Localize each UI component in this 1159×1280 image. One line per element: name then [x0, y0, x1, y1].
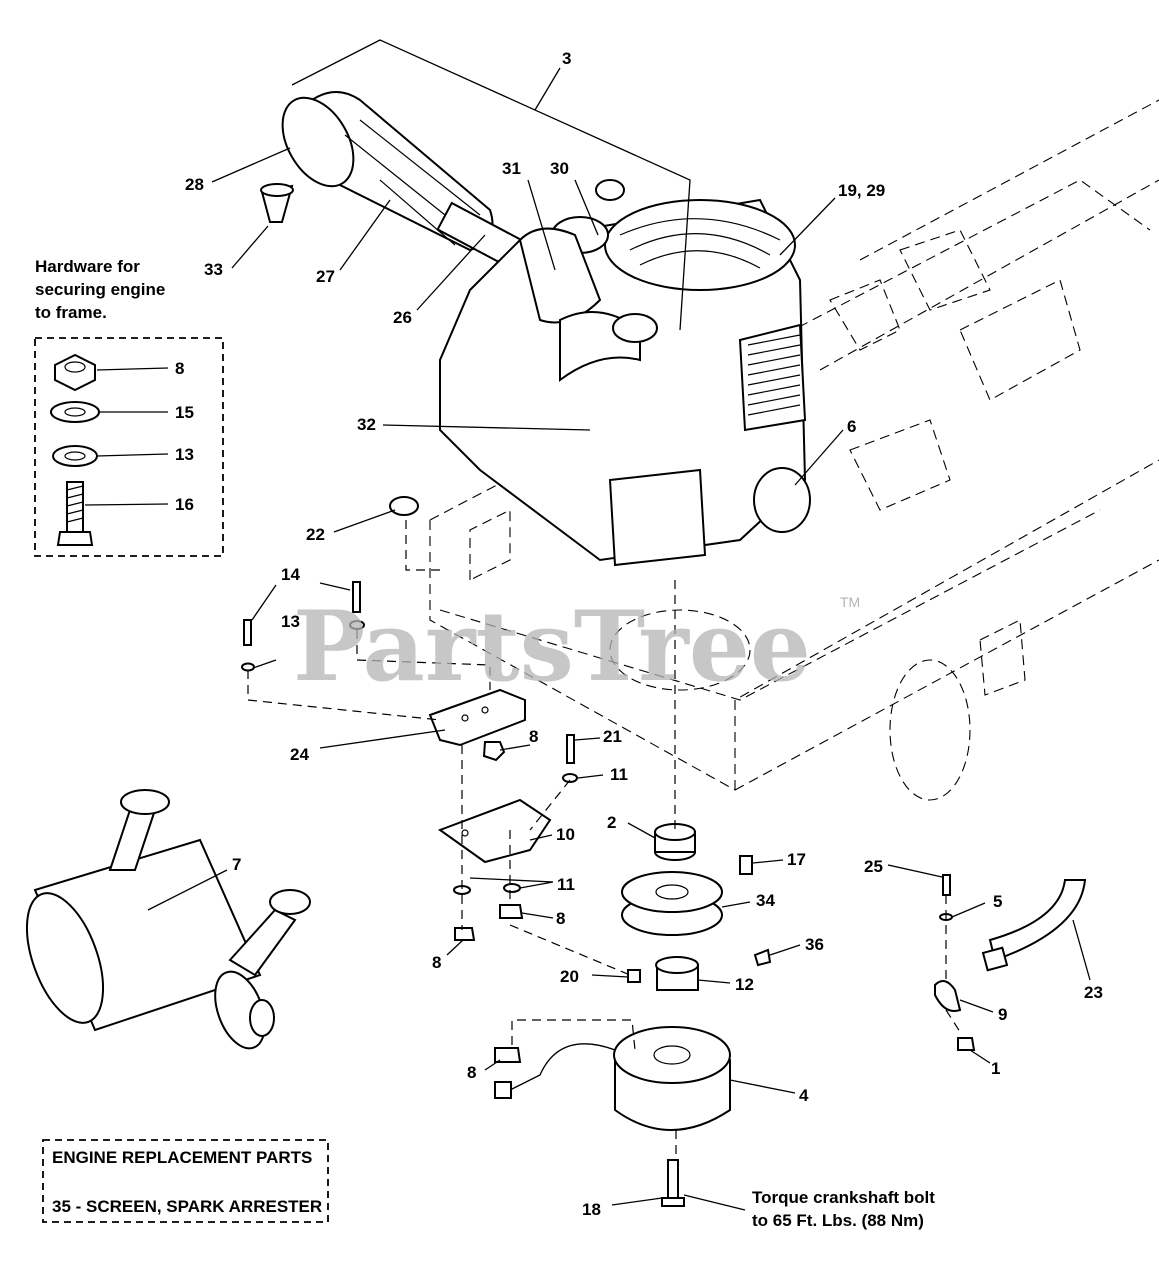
callout-14: 14 [281, 565, 300, 584]
small-hardware [241, 496, 976, 1063]
leader-lines [147, 39, 1091, 1211]
hardware-label-13: 13 [175, 445, 194, 464]
callout-30: 30 [550, 159, 569, 178]
torque-note-line-2: to 65 Ft. Lbs. (88 Nm) [752, 1211, 924, 1230]
callout-18: 18 [582, 1200, 601, 1219]
callout-33: 33 [204, 260, 223, 279]
callout-8-clutch: 8 [467, 1063, 476, 1082]
assembly-lines [247, 520, 963, 1160]
lock-washer-icon [50, 401, 100, 423]
callout-8-lower: 8 [432, 953, 441, 972]
callout-25: 25 [864, 857, 883, 876]
callout-26: 26 [393, 308, 412, 327]
callout-3: 3 [562, 49, 571, 68]
callout-19-29: 19, 29 [838, 181, 885, 200]
hardware-caption-line-2: securing engine [35, 280, 165, 299]
callout-1: 1 [991, 1059, 1000, 1078]
crank-bolt [661, 1159, 685, 1207]
pulley [621, 871, 723, 936]
callout-32: 32 [357, 415, 376, 434]
callout-8-plate: 8 [556, 909, 565, 928]
callout-5: 5 [993, 892, 1002, 911]
callout-27: 27 [316, 267, 335, 286]
hardware-caption-line-1: Hardware for [35, 257, 140, 276]
callout-2: 2 [607, 813, 616, 832]
watermark: PartsTree [293, 590, 811, 703]
pto-clutch [494, 1026, 731, 1131]
callout-22: 22 [306, 525, 325, 544]
watermark-trademark: TM [840, 594, 860, 610]
callout-28: 28 [185, 175, 204, 194]
clamp [934, 980, 962, 1012]
mount-plate [437, 798, 552, 864]
callout-36: 36 [805, 935, 824, 954]
hardware-box: 8 15 13 16 [34, 337, 224, 557]
spacer-top [654, 823, 696, 861]
air-cleaner [281, 91, 524, 269]
callout-9: 9 [998, 1005, 1007, 1024]
torque-note-line-1: Torque crankshaft bolt [752, 1188, 935, 1207]
replacement-parts-title: ENGINE REPLACEMENT PARTS [52, 1148, 312, 1167]
callout-8-bracket: 8 [529, 727, 538, 746]
callout-17: 17 [787, 850, 806, 869]
callout-12: 12 [735, 975, 754, 994]
hex-nut-icon [54, 353, 96, 392]
hardware-label-8: 8 [175, 359, 184, 378]
callout-7: 7 [232, 855, 241, 874]
flat-washer-icon [52, 445, 98, 467]
callout-11-lower: 11 [557, 875, 575, 894]
precleaner-cap [260, 183, 294, 223]
callout-20: 20 [560, 967, 579, 986]
replacement-parts-item: 35 - SCREEN, SPARK ARRESTER [52, 1197, 322, 1216]
callout-labels: 3 28 33 27 26 31 30 19, 29 32 6 22 14 13… [185, 49, 1103, 1219]
callout-31: 31 [502, 159, 521, 178]
bolt-icon [56, 481, 94, 546]
callout-10: 10 [556, 825, 575, 844]
muffler [25, 789, 311, 1050]
callout-11-upper: 11 [610, 765, 628, 784]
callout-13: 13 [281, 612, 300, 631]
callout-34: 34 [756, 891, 775, 910]
fuel-line [981, 879, 1087, 972]
hardware-label-16: 16 [175, 495, 194, 514]
replacement-parts-box: ENGINE REPLACEMENT PARTS 35 - SCREEN, SP… [42, 1139, 329, 1223]
hardware-caption-line-3: to frame. [35, 303, 107, 322]
callout-23: 23 [1084, 983, 1103, 1002]
hardware-label-15: 15 [175, 403, 194, 422]
engine [439, 179, 811, 567]
callout-24: 24 [290, 745, 309, 764]
mower-frame [429, 99, 1159, 801]
callout-4: 4 [799, 1086, 809, 1105]
engine-bracket [428, 688, 526, 747]
callout-21: 21 [603, 727, 622, 746]
spacer-bottom [655, 956, 699, 991]
callout-6: 6 [847, 417, 856, 436]
